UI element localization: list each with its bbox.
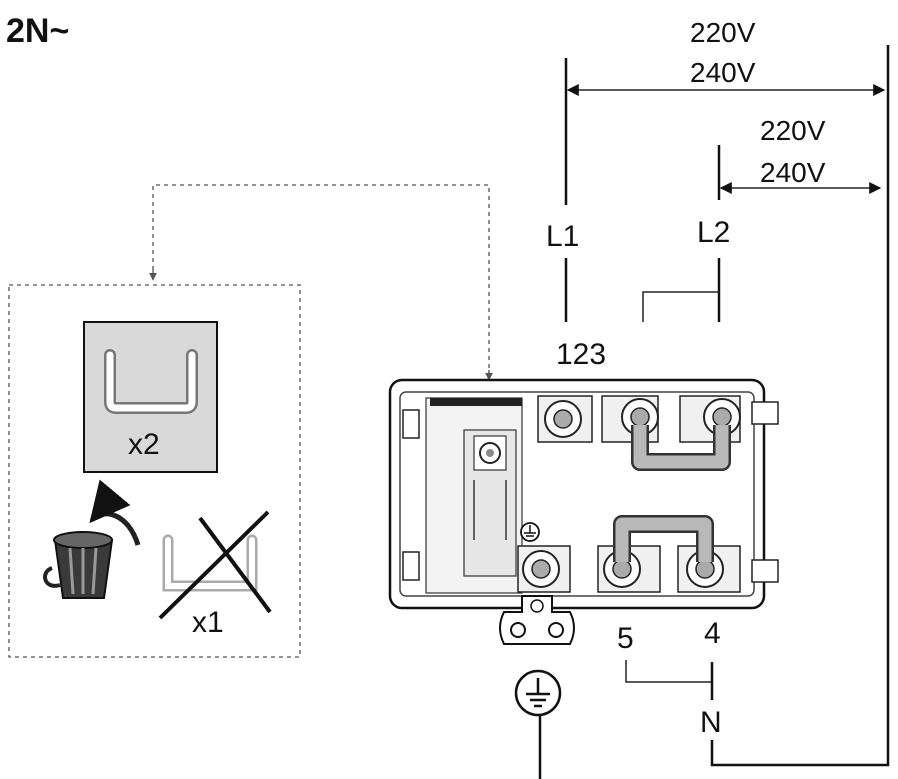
voltage-l1-line1: 220V bbox=[690, 17, 756, 48]
cross-out-icon bbox=[158, 510, 272, 620]
terminal-2 bbox=[601, 395, 659, 443]
trash-bin-icon bbox=[43, 479, 141, 599]
terminal-4-label: 4 bbox=[704, 617, 721, 650]
voltage-l2-line2: 240V bbox=[760, 157, 826, 188]
l2-bridge-link-wire bbox=[642, 291, 719, 322]
terminal-5-label: 5 bbox=[617, 622, 634, 655]
l2-label: L2 bbox=[697, 216, 730, 249]
l1-label: L1 bbox=[546, 220, 579, 253]
bridge-use-count: x2 bbox=[128, 428, 160, 461]
connection-type-title: 2N~ bbox=[6, 12, 69, 50]
bridge-link-icon bbox=[104, 349, 198, 414]
bridge-top bbox=[633, 425, 729, 469]
terminal-1 bbox=[537, 395, 593, 443]
discarded-bridge-icon bbox=[162, 534, 258, 592]
terminal-earth bbox=[517, 545, 571, 593]
bridges-info-box bbox=[8, 284, 301, 658]
bridge-discard-count: x1 bbox=[192, 606, 224, 639]
ground-icon-small bbox=[520, 522, 540, 542]
earth-clamp bbox=[499, 595, 575, 645]
neutral-return-wire bbox=[710, 45, 890, 767]
neutral-bridge-link-wire bbox=[625, 660, 712, 683]
neutral-label: N bbox=[700, 706, 722, 739]
voltage-l2-line1: 220V bbox=[760, 115, 826, 146]
terminal-block bbox=[388, 378, 779, 610]
terminal-group-123-label: 123 bbox=[556, 338, 606, 371]
bridge-bottom bbox=[615, 517, 712, 562]
voltage-l1-line2: 240V bbox=[690, 57, 756, 88]
ground-icon bbox=[514, 669, 562, 717]
